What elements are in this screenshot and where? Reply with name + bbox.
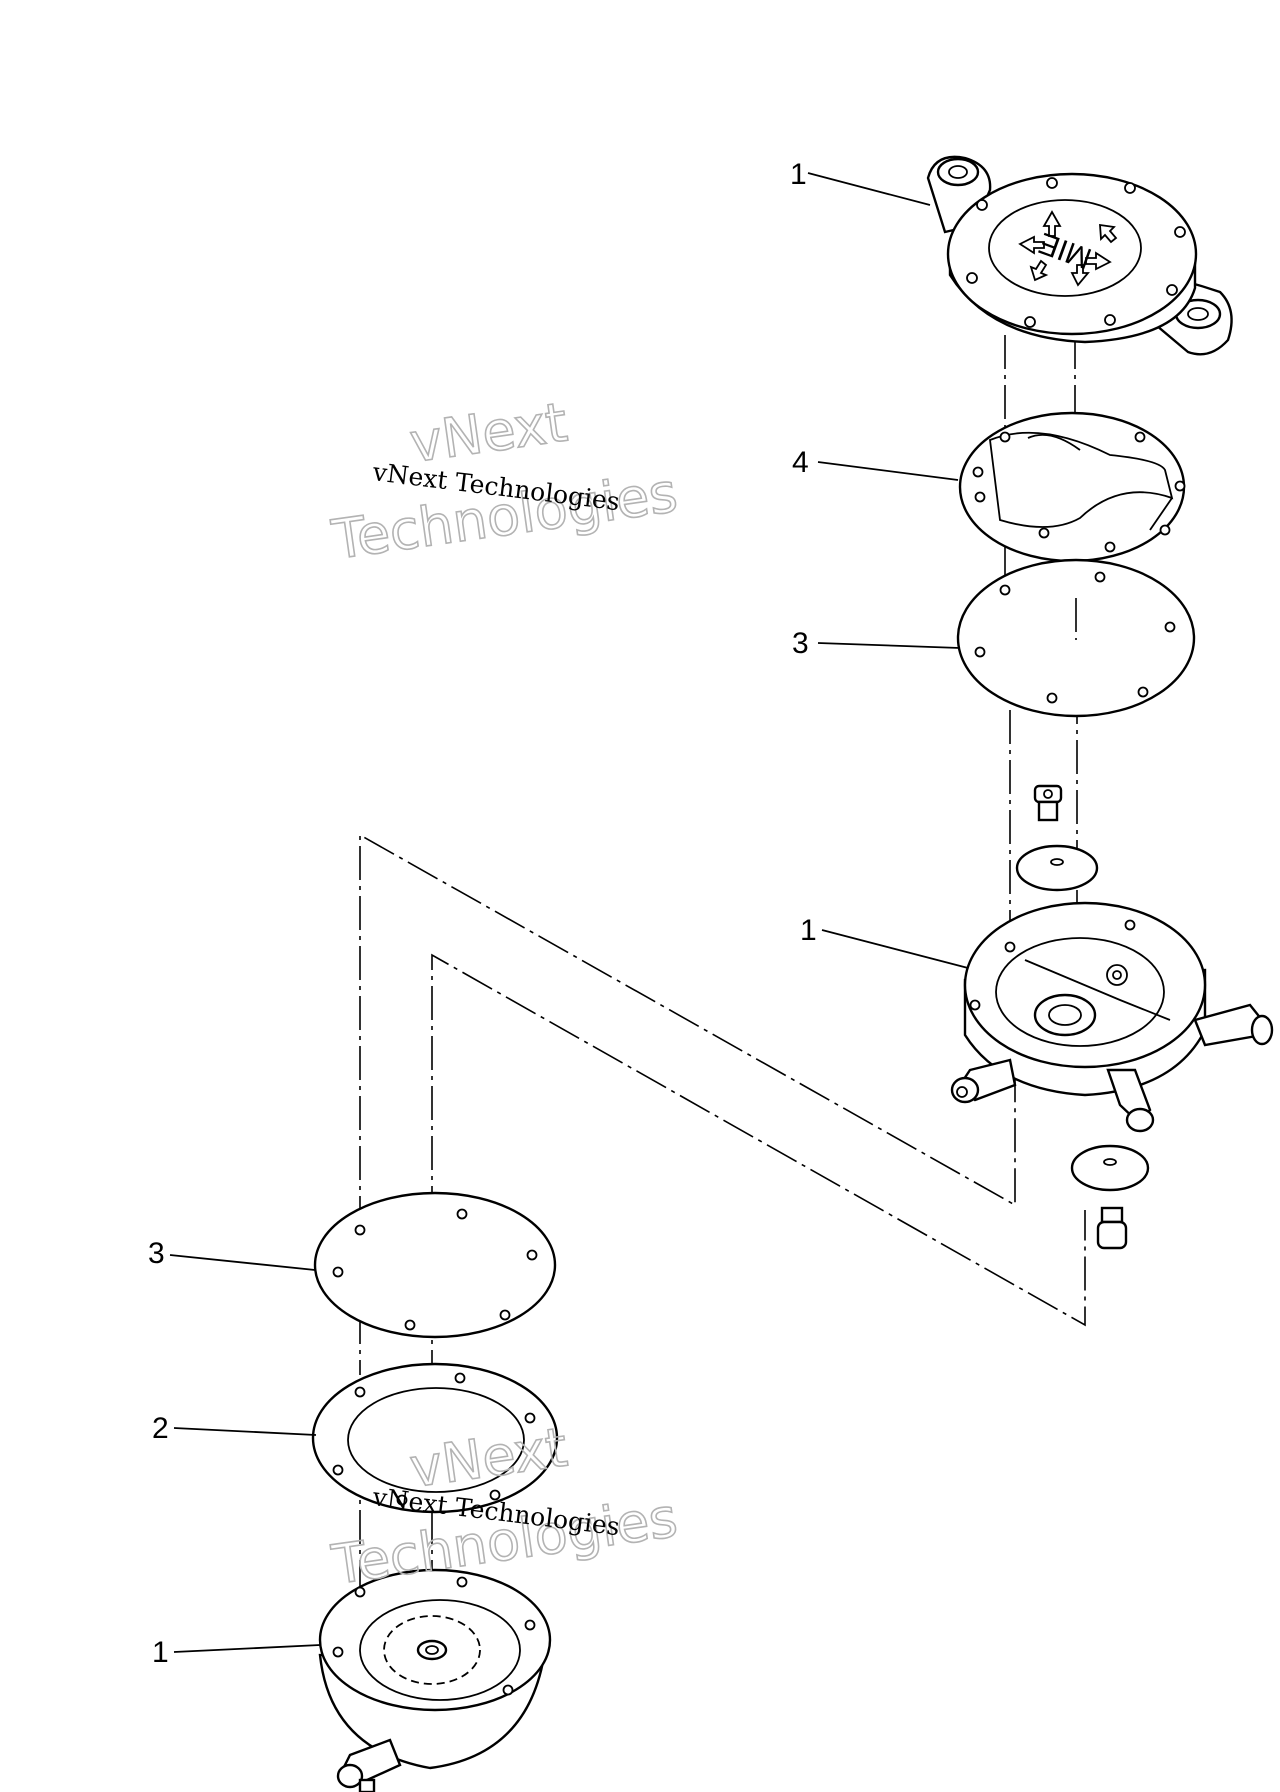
lower-housing-nipple bbox=[336, 1738, 402, 1789]
cover-arrow-marks bbox=[1018, 210, 1118, 287]
callout-top-diaphragm: 3 bbox=[792, 627, 809, 660]
callout-top-gasket: 4 bbox=[792, 446, 809, 479]
lower-diaphragm bbox=[313, 1191, 557, 1339]
callout-top-housing: 1 bbox=[790, 158, 807, 191]
lower-housing bbox=[318, 1568, 552, 1792]
callout-lower-housing: 1 bbox=[152, 1636, 169, 1669]
pump-nipple-right bbox=[1193, 1003, 1274, 1047]
gasket-bolt-holes bbox=[972, 431, 1186, 553]
upper-check-valve bbox=[1015, 784, 1099, 892]
pump-nipple-left bbox=[950, 1058, 1017, 1104]
lower-gasket-ring bbox=[311, 1362, 559, 1514]
cover-bolt-holes bbox=[966, 177, 1186, 328]
top-gasket bbox=[958, 411, 1186, 563]
pump-nipple-front bbox=[1106, 1068, 1155, 1133]
lower-gasket-holes bbox=[332, 1372, 536, 1506]
callout-middle-body: 1 bbox=[800, 914, 817, 947]
diaphragm-bolt-holes bbox=[974, 571, 1176, 704]
middle-pump-body bbox=[950, 901, 1274, 1133]
top-housing-cover: MIE bbox=[926, 155, 1233, 356]
callout-lower-diaphragm: 3 bbox=[148, 1237, 165, 1270]
callout-lower-gasket: 2 bbox=[152, 1412, 169, 1445]
callouts: 1 4 3 1 3 2 1 bbox=[148, 158, 817, 1669]
lower-diaphragm-holes bbox=[332, 1208, 538, 1331]
lower-check-valve bbox=[1070, 1144, 1150, 1250]
top-diaphragm bbox=[956, 558, 1196, 718]
watermark-outline-line1: vNext bbox=[406, 391, 571, 475]
leader-lines bbox=[169, 172, 969, 1653]
